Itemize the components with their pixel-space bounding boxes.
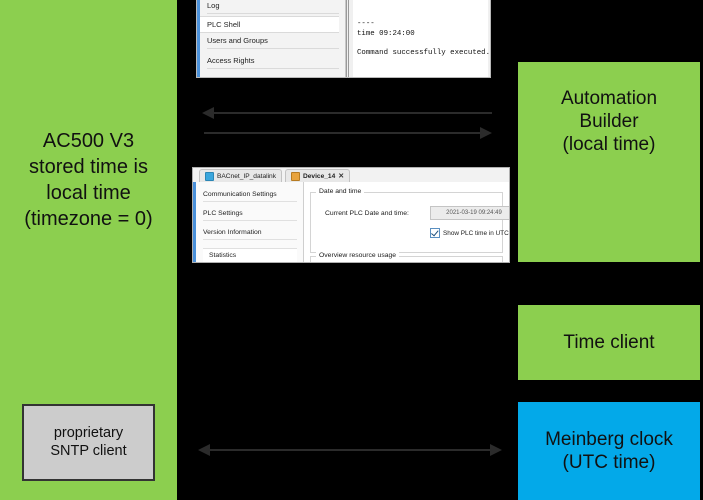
nav-item-users-and-groups[interactable]: Users and Groups: [207, 36, 339, 49]
time-client-label: Time client: [563, 331, 655, 353]
console-line-status: Command successfully executed.: [357, 49, 490, 57]
date-and-time-title: Date and time: [316, 188, 365, 195]
nav-item-log[interactable]: Log: [207, 1, 339, 14]
tab-strip: BACnet_IP_datalink Device_14 ✕: [193, 168, 509, 183]
side-item-version-information[interactable]: Version Information: [203, 229, 297, 240]
plc-shell-screenshot: Log PLC Shell Users and Groups Access Ri…: [197, 0, 490, 77]
current-plc-date-time-label: Current PLC Date and time:: [325, 210, 409, 217]
overview-resource-usage-title: Overview resource usage: [316, 252, 400, 259]
tab-device-label: Device_14: [303, 172, 336, 180]
plc-shell-console[interactable]: ---- time 09:24:00 Command successfully …: [346, 0, 490, 77]
plc-shell-nav: Log PLC Shell Users and Groups Access Ri…: [197, 0, 346, 77]
console-line-time: time 09:24:00: [357, 30, 415, 38]
time-client-box: Time client: [518, 305, 700, 380]
side-accent-bar: [193, 182, 196, 262]
meinberg-clock-label: Meinberg clock(UTC time): [545, 428, 673, 473]
tab-device-14[interactable]: Device_14 ✕: [285, 169, 351, 182]
tab-bacnet-label: BACnet_IP_datalink: [217, 172, 277, 180]
device-content-pane: Date and time Current PLC Date and time:…: [304, 182, 509, 262]
side-item-communication-settings[interactable]: Communication Settings: [203, 191, 297, 202]
date-and-time-group: Date and time Current PLC Date and time:…: [310, 188, 509, 253]
arrow-left-line: [212, 112, 492, 114]
datalink-icon: [205, 171, 214, 181]
show-utc-checkbox[interactable]: [430, 228, 440, 238]
show-utc-label: Show PLC time in UTC: [443, 229, 509, 237]
current-plc-date-time-value: 2021-03-19 09:24:49: [430, 206, 509, 220]
device-side-nav: Communication Settings PLC Settings Vers…: [193, 182, 304, 262]
side-item-statistics[interactable]: Statistics: [203, 248, 297, 262]
device-icon: [291, 171, 300, 181]
side-item-plc-settings[interactable]: PLC Settings: [203, 210, 297, 221]
overview-resource-usage-group: Overview resource usage: [310, 252, 503, 262]
arrow-double-line: [210, 449, 492, 451]
meinberg-clock-box: Meinberg clock(UTC time): [518, 402, 700, 500]
arrow-left-icon: [202, 107, 214, 119]
nav-item-plc-shell[interactable]: PLC Shell: [200, 16, 339, 33]
close-icon[interactable]: ✕: [338, 173, 345, 180]
arrow-right-icon: [480, 127, 492, 139]
arrow-right-icon: [490, 444, 502, 456]
arrow-right-line: [204, 132, 484, 134]
arrow-left-icon: [198, 444, 210, 456]
console-line-rule: ----: [357, 20, 375, 28]
nav-item-access-rights[interactable]: Access Rights: [207, 56, 339, 69]
console-output-area[interactable]: ---- time 09:24:00 Command successfully …: [353, 0, 490, 77]
nav-accent-bar: [197, 0, 200, 77]
tab-bacnet-ip-datalink[interactable]: BACnet_IP_datalink: [199, 169, 283, 182]
show-plc-time-in-utc-row[interactable]: Show PLC time in UTC: [430, 228, 509, 238]
device-settings-screenshot: BACnet_IP_datalink Device_14 ✕ Communica…: [193, 168, 509, 262]
